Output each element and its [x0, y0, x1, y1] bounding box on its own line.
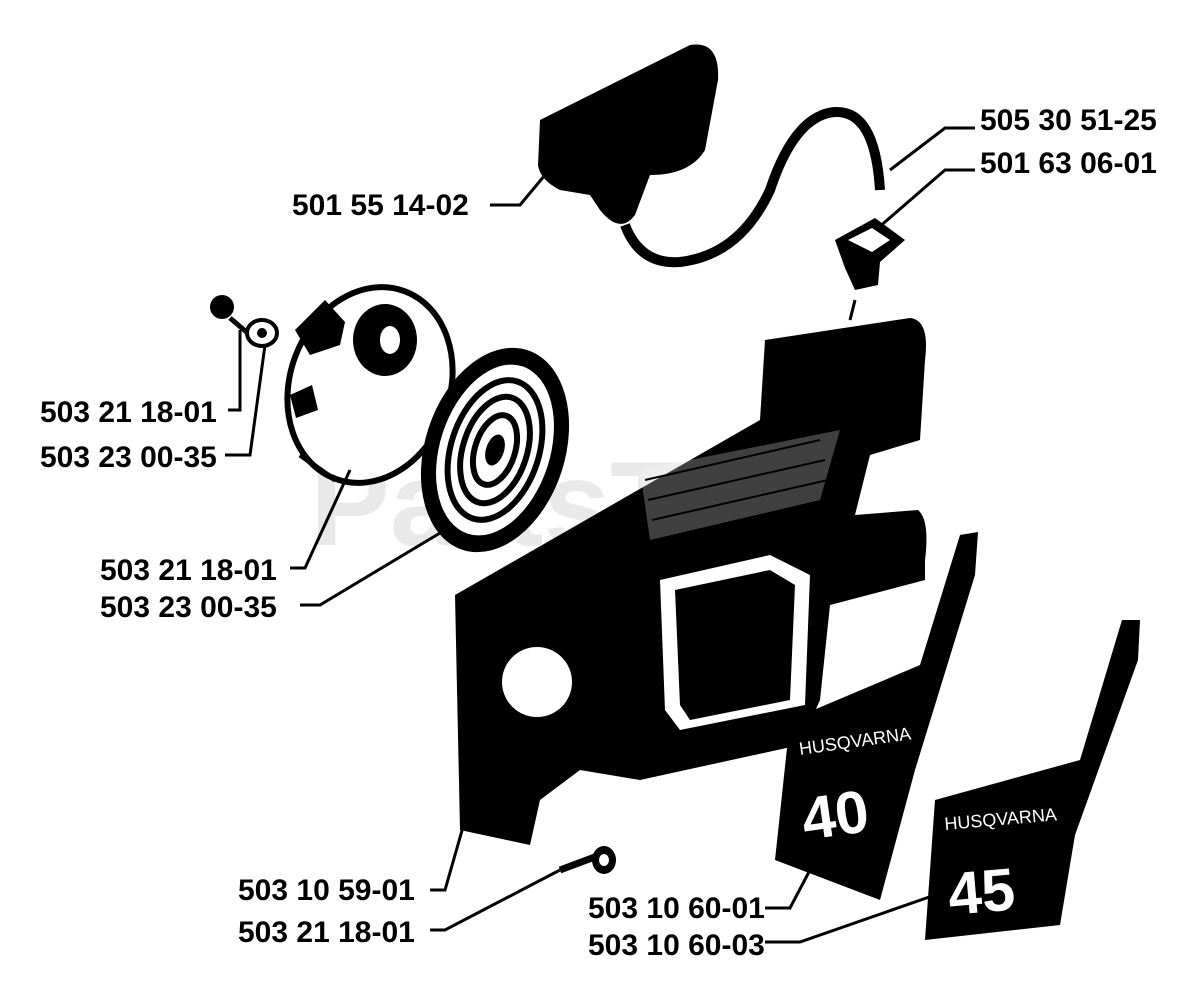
part-label-501-55-14-02: 501 55 14-02 [292, 189, 469, 222]
part-label-503-10-60-01: 503 10 60-01 [588, 892, 765, 925]
model-decal-40: HUSQVARNA 40 [775, 532, 978, 900]
part-label-503-23-00-35-b: 503 23 00-35 [100, 591, 277, 624]
part-label-503-10-60-03: 503 10 60-03 [588, 929, 765, 962]
part-label-503-23-00-35-a: 503 23 00-35 [40, 441, 217, 474]
decal-40-number: 40 [797, 777, 872, 853]
washer [245, 318, 279, 348]
screw [210, 295, 252, 337]
recoil-spring [420, 347, 570, 553]
part-label-505-30-51-25: 505 30 51-25 [980, 104, 1157, 137]
starter-rope [620, 107, 885, 268]
part-labels: 505 30 51-25 501 63 06-01 501 55 14-02 5… [40, 104, 1157, 962]
starter-pulley [284, 284, 456, 486]
housing-screw [558, 846, 616, 874]
starter-handle [538, 44, 719, 224]
rope-guide [835, 218, 905, 290]
part-label-503-21-18-01-c: 503 21 18-01 [238, 916, 415, 949]
part-label-501-63-06-01: 501 63 06-01 [980, 147, 1157, 180]
leader-lines [225, 126, 975, 944]
decal-45-number: 45 [945, 855, 1017, 928]
model-decal-45: HUSQVARNA 45 [925, 620, 1140, 940]
part-label-503-21-18-01-a: 503 21 18-01 [40, 396, 217, 429]
part-label-503-21-18-01-b: 503 21 18-01 [100, 554, 277, 587]
part-label-503-10-59-01: 503 10 59-01 [238, 874, 415, 907]
